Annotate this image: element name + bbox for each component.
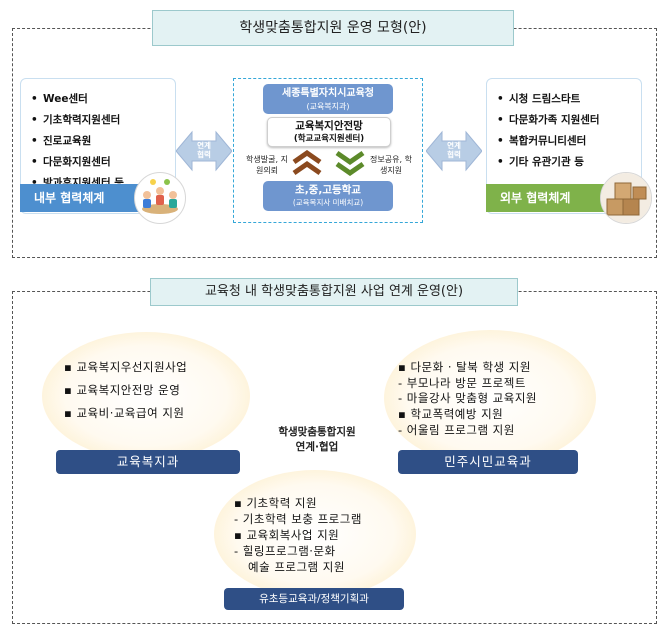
top-title: 학생맞춤통합지원 운영 모형(안) xyxy=(152,10,514,46)
left-link-label: 연계 협력 xyxy=(197,141,211,159)
external-partner-item: 시청 드림스타트 xyxy=(509,89,641,110)
collaboration-label-1: 학생맞춤통합지원 xyxy=(246,425,388,440)
external-partner-item: 복합커뮤니티센터 xyxy=(509,131,641,152)
internal-partner-item: Wee센터 xyxy=(43,89,175,110)
office-department: (교육복지과) xyxy=(263,101,393,112)
internal-partner-item: 진로교육원 xyxy=(43,131,175,152)
elementary-dept-label: 유초등교육과/정책기획과 xyxy=(224,588,404,610)
school-name: 초,중,고등학교 xyxy=(263,181,393,198)
welfare-item: ▪ 교육복지우선지원사업 xyxy=(64,358,187,377)
internal-partner-item: 다문화지원센터 xyxy=(43,152,175,173)
external-partner-item: 다문화가족 지원센터 xyxy=(509,110,641,131)
internal-cooperation-bar: 내부 협력체계 xyxy=(20,184,152,212)
boxes-illustration xyxy=(600,172,652,224)
school-pill: 초,중,고등학교 (교육복지사 미배치교) xyxy=(263,181,393,211)
welfare-item: ▪ 교육복지안전망 운영 xyxy=(64,381,180,400)
elementary-item: 예술 프로그램 지원 xyxy=(248,558,345,577)
bottom-title: 교육청 내 학생맞춤통합지원 사업 연계 운영(안) xyxy=(150,278,518,306)
civic-item: - 어울림 프로그램 지원 xyxy=(398,421,515,440)
network-name: 교육복지안전망 xyxy=(268,118,390,133)
network-pill: 교육복지안전망 (학교교육지원센터) xyxy=(267,117,391,147)
down-chevron-icon xyxy=(334,150,366,176)
welfare-item: ▪ 교육비·교육급여 지원 xyxy=(64,404,184,423)
left-link-arrow: 연계 협력 xyxy=(176,128,232,174)
collaboration-label-2: 연계·협업 xyxy=(246,440,388,455)
office-pill: 세종특별자치시교육청 (교육복지과) xyxy=(263,84,393,114)
network-sub: (학교교육지원센터) xyxy=(268,133,390,145)
civic-dept-label: 민주시민교육과 xyxy=(398,450,578,474)
internal-partner-item: 기초학력지원센터 xyxy=(43,110,175,131)
meeting-illustration xyxy=(134,172,186,224)
school-sub: (교육복지사 미배치교) xyxy=(263,198,393,208)
meeting-people-icon xyxy=(135,173,185,223)
welfare-dept-label: 교육복지과 xyxy=(56,450,240,474)
up-chevron-icon xyxy=(291,150,323,176)
office-name: 세종특별자치시교육청 xyxy=(263,84,393,101)
right-link-label: 연계 협력 xyxy=(447,141,461,159)
external-partner-item: 기타 유관기관 등 xyxy=(509,152,641,173)
left-note: 학생발굴, 지원의뢰 xyxy=(246,154,288,176)
right-note: 정보공유, 학생지원 xyxy=(368,154,414,176)
external-cooperation-bar: 외부 협력체계 xyxy=(486,184,618,212)
boxes-icon xyxy=(601,173,651,223)
right-link-arrow: 연계 협력 xyxy=(426,128,482,174)
